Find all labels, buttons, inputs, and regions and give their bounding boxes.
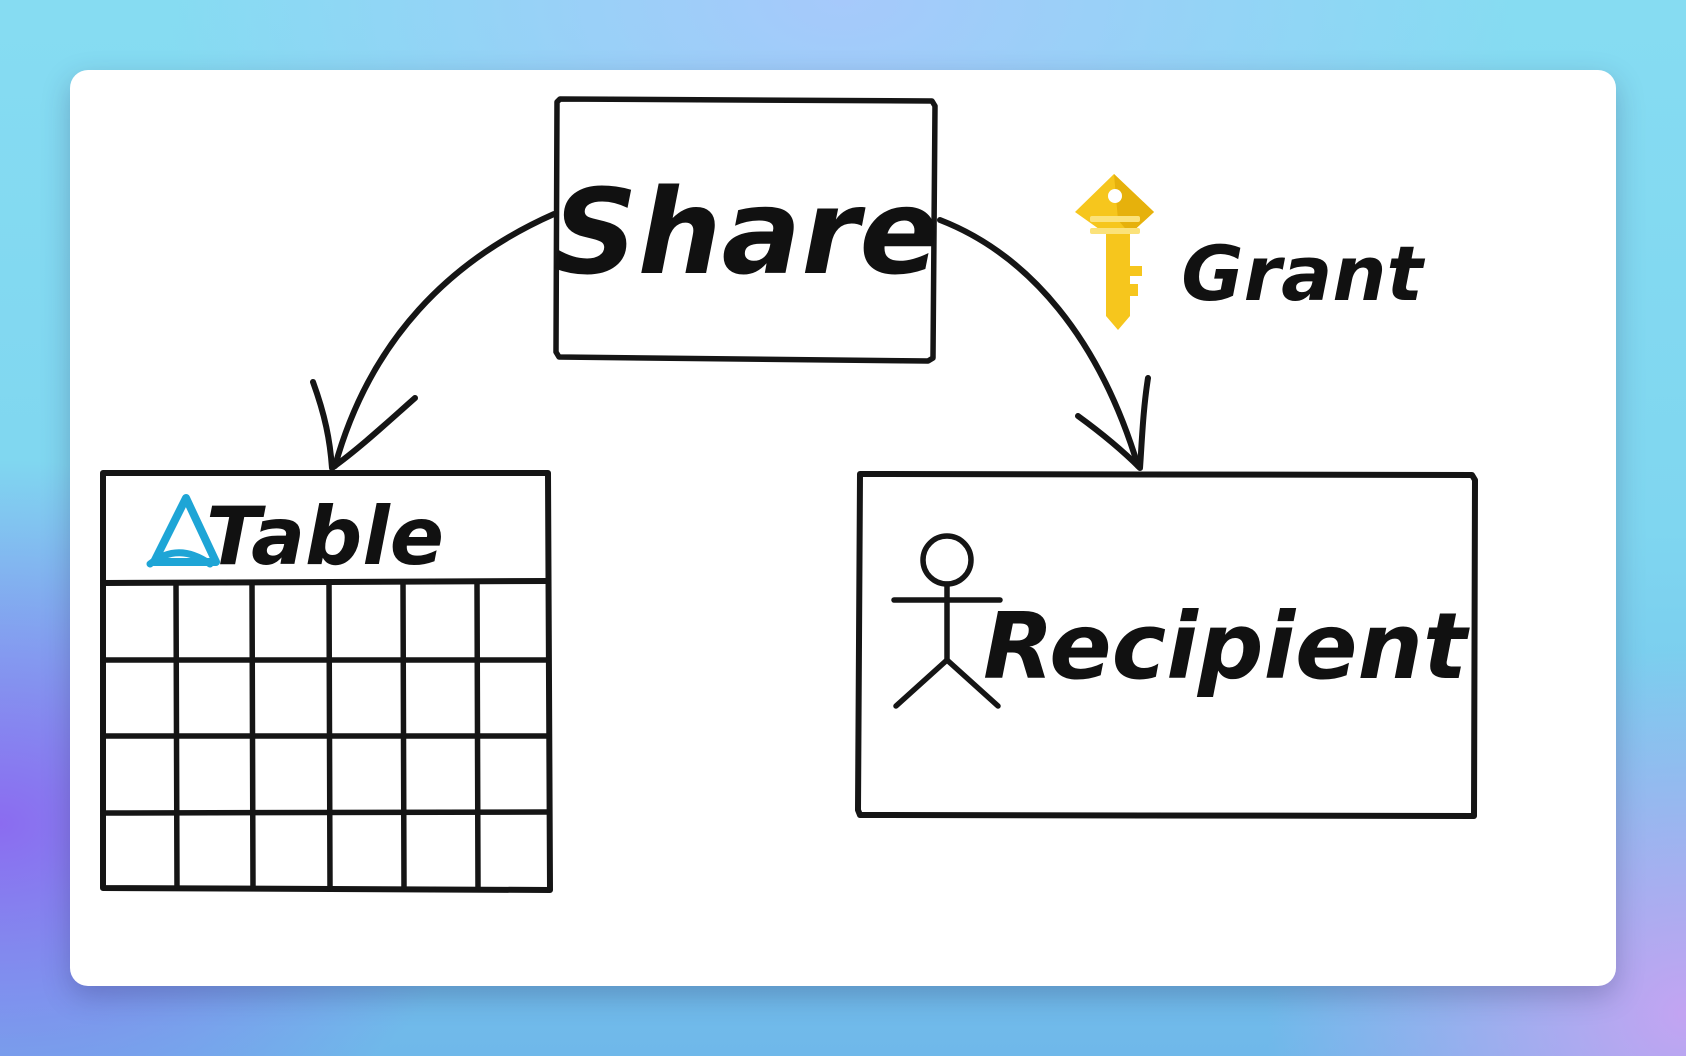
arrow-line-right (937, 217, 1141, 469)
grant-edge-label: Grant (1075, 174, 1425, 330)
diagram-card: Share Grant (70, 70, 1616, 986)
recipient-node: Recipient (855, 471, 1478, 819)
arrow-head-right (1075, 375, 1151, 471)
arrow-head-left (310, 379, 418, 471)
stick-figure-icon (891, 533, 1003, 709)
diagram-canvas: Share Grant (100, 96, 1478, 893)
table-outline (100, 470, 553, 893)
share-box (553, 96, 938, 364)
grant-label: Grant (1181, 229, 1425, 318)
recipient-label: Recipient (983, 593, 1470, 700)
recipient-box (855, 471, 1478, 819)
key-icon (1075, 174, 1154, 330)
arrow-line-left (332, 211, 557, 469)
arrow-share-to-table (310, 211, 557, 471)
table-label: Table (206, 490, 444, 583)
arrow-share-to-recipient (937, 217, 1151, 471)
share-label: Share (553, 163, 940, 301)
table-node: Table (100, 470, 553, 893)
share-node: Share (553, 96, 940, 364)
table-grid (100, 580, 551, 891)
delta-logo-icon (146, 494, 220, 568)
